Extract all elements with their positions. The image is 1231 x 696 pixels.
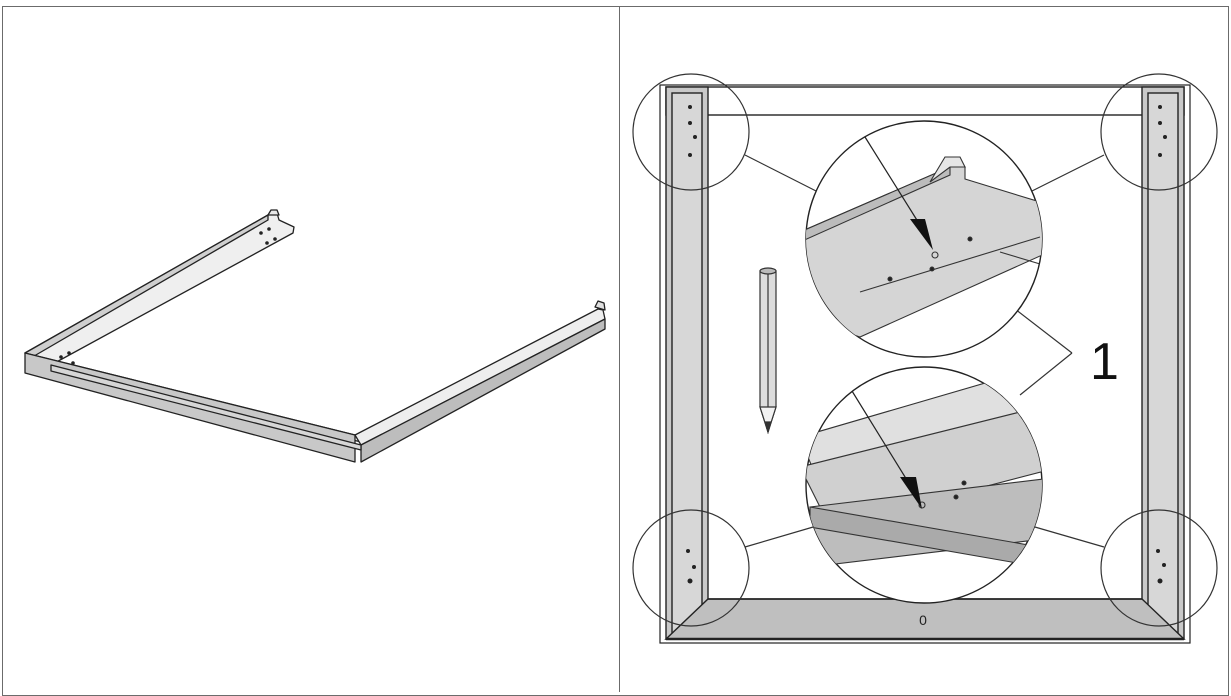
left-rail-flange bbox=[24, 214, 269, 360]
corner-highlight-circles bbox=[632, 73, 1218, 627]
left-rail-tab bbox=[267, 209, 280, 216]
post-holes bbox=[686, 105, 1167, 584]
front-rail-lip bbox=[50, 364, 362, 451]
right-rail-side-face bbox=[360, 318, 606, 463]
u-frame-illustration bbox=[24, 209, 606, 463]
left-rail-top-face bbox=[24, 212, 295, 366]
detail-circle-top bbox=[805, 120, 1043, 358]
front-rail-front-face bbox=[24, 352, 356, 463]
bottom-marker-label: 0 bbox=[919, 612, 927, 628]
right-rail-top-face bbox=[354, 308, 606, 446]
pencil-icon bbox=[759, 267, 777, 435]
frame-top-view-illustration: 0 bbox=[632, 73, 1218, 644]
right-panel: 0 bbox=[620, 7, 1228, 692]
detail-circle-bottom bbox=[805, 366, 1043, 604]
top-crossbar bbox=[665, 86, 1185, 116]
left-panel bbox=[3, 7, 619, 692]
right-rail-tab bbox=[594, 300, 606, 311]
left-rail-holes bbox=[59, 227, 277, 365]
callout-number-1: 1 bbox=[1090, 333, 1119, 391]
leader-lines bbox=[744, 154, 1105, 548]
panel-divider bbox=[619, 6, 620, 692]
